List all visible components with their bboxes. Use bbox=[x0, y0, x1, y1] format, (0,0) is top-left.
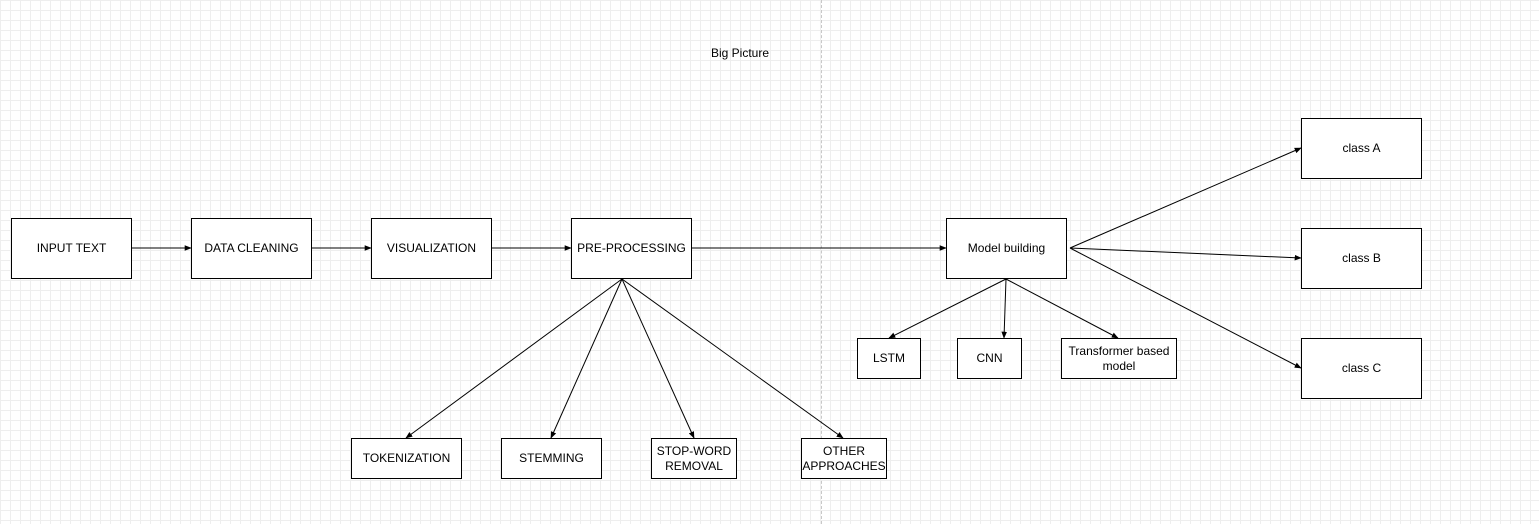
arrow-model-to-class-a bbox=[1069, 147, 1302, 249]
arrow-model-to-class-b bbox=[1069, 247, 1302, 261]
node-model-building[interactable]: Model building bbox=[946, 218, 1067, 279]
node-class-b[interactable]: class B bbox=[1301, 228, 1422, 289]
canvas-divider-line bbox=[821, 0, 822, 524]
node-visualization[interactable]: VISUALIZATION bbox=[371, 218, 492, 279]
node-pre-processing[interactable]: PRE-PROCESSING bbox=[571, 218, 692, 279]
diagram-title: Big Picture bbox=[710, 46, 770, 60]
arrow-preprocessing-to-tokenization bbox=[405, 278, 623, 439]
node-tokenization[interactable]: TOKENIZATION bbox=[351, 438, 462, 479]
node-class-a[interactable]: class A bbox=[1301, 118, 1422, 179]
node-stemming[interactable]: STEMMING bbox=[501, 438, 602, 479]
node-cnn[interactable]: CNN bbox=[957, 338, 1022, 379]
arrow-preprocessing-to-stemming bbox=[550, 278, 623, 439]
arrow-preprocessing-to-stopword bbox=[621, 278, 695, 439]
node-transformer-based-model[interactable]: Transformer based model bbox=[1061, 338, 1177, 379]
arrow-model-to-cnn bbox=[1001, 278, 1008, 339]
node-stop-word-removal[interactable]: STOP-WORD REMOVAL bbox=[651, 438, 737, 479]
node-other-approaches[interactable]: OTHER APPROACHES bbox=[801, 438, 887, 479]
arrow-model-to-transformer bbox=[1005, 278, 1119, 339]
node-class-c[interactable]: class C bbox=[1301, 338, 1422, 399]
node-input-text[interactable]: INPUT TEXT bbox=[11, 218, 132, 279]
node-lstm[interactable]: LSTM bbox=[857, 338, 921, 379]
node-data-cleaning[interactable]: DATA CLEANING bbox=[191, 218, 312, 279]
arrow-model-to-lstm bbox=[888, 278, 1007, 339]
arrow-preprocessing-to-other bbox=[621, 278, 844, 439]
arrow-model-to-class-c bbox=[1069, 247, 1302, 369]
